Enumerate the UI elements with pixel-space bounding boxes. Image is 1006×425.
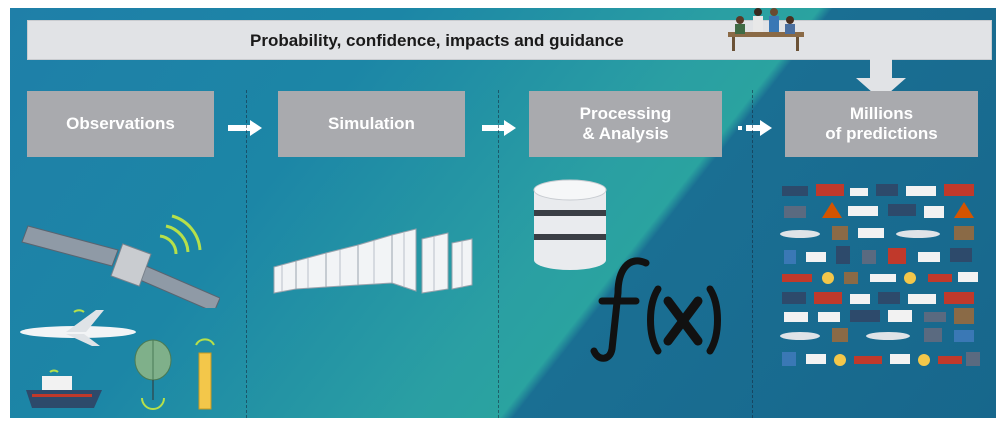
column-divider [498,90,499,418]
step-label: Millions of predictions [825,104,938,143]
function-icon [590,257,721,362]
buoy-icon [195,338,215,410]
people-meeting-icon [728,8,804,51]
weather-balloon-icon [134,339,172,410]
airplane-icon [20,309,136,346]
ship-icon [26,369,102,408]
step-processing-analysis: Processing & Analysis [529,91,722,157]
column-divider [752,90,753,418]
guidance-banner: Probability, confidence, impacts and gui… [27,20,992,60]
column-divider [246,90,247,418]
server-rack-icon [273,228,473,294]
step-label: Simulation [328,114,415,133]
step-label: Processing & Analysis [579,104,672,143]
database-icon [533,179,607,270]
step-observations: Observations [27,91,214,157]
flow-arrow-icon [228,120,262,136]
down-arrow-icon [856,58,906,100]
step-millions-of-predictions: Millions of predictions [785,91,978,157]
step-label: Observations [66,114,175,133]
flow-arrow-icon [482,120,516,136]
satellite-icon [21,214,220,308]
banner-title: Probability, confidence, impacts and gui… [250,31,624,50]
transport-grid-icon [780,184,980,366]
flow-arrow-icon [738,120,772,136]
forecast-pipeline-diagram: Probability, confidence, impacts and gui… [10,8,996,418]
step-simulation: Simulation [278,91,465,157]
